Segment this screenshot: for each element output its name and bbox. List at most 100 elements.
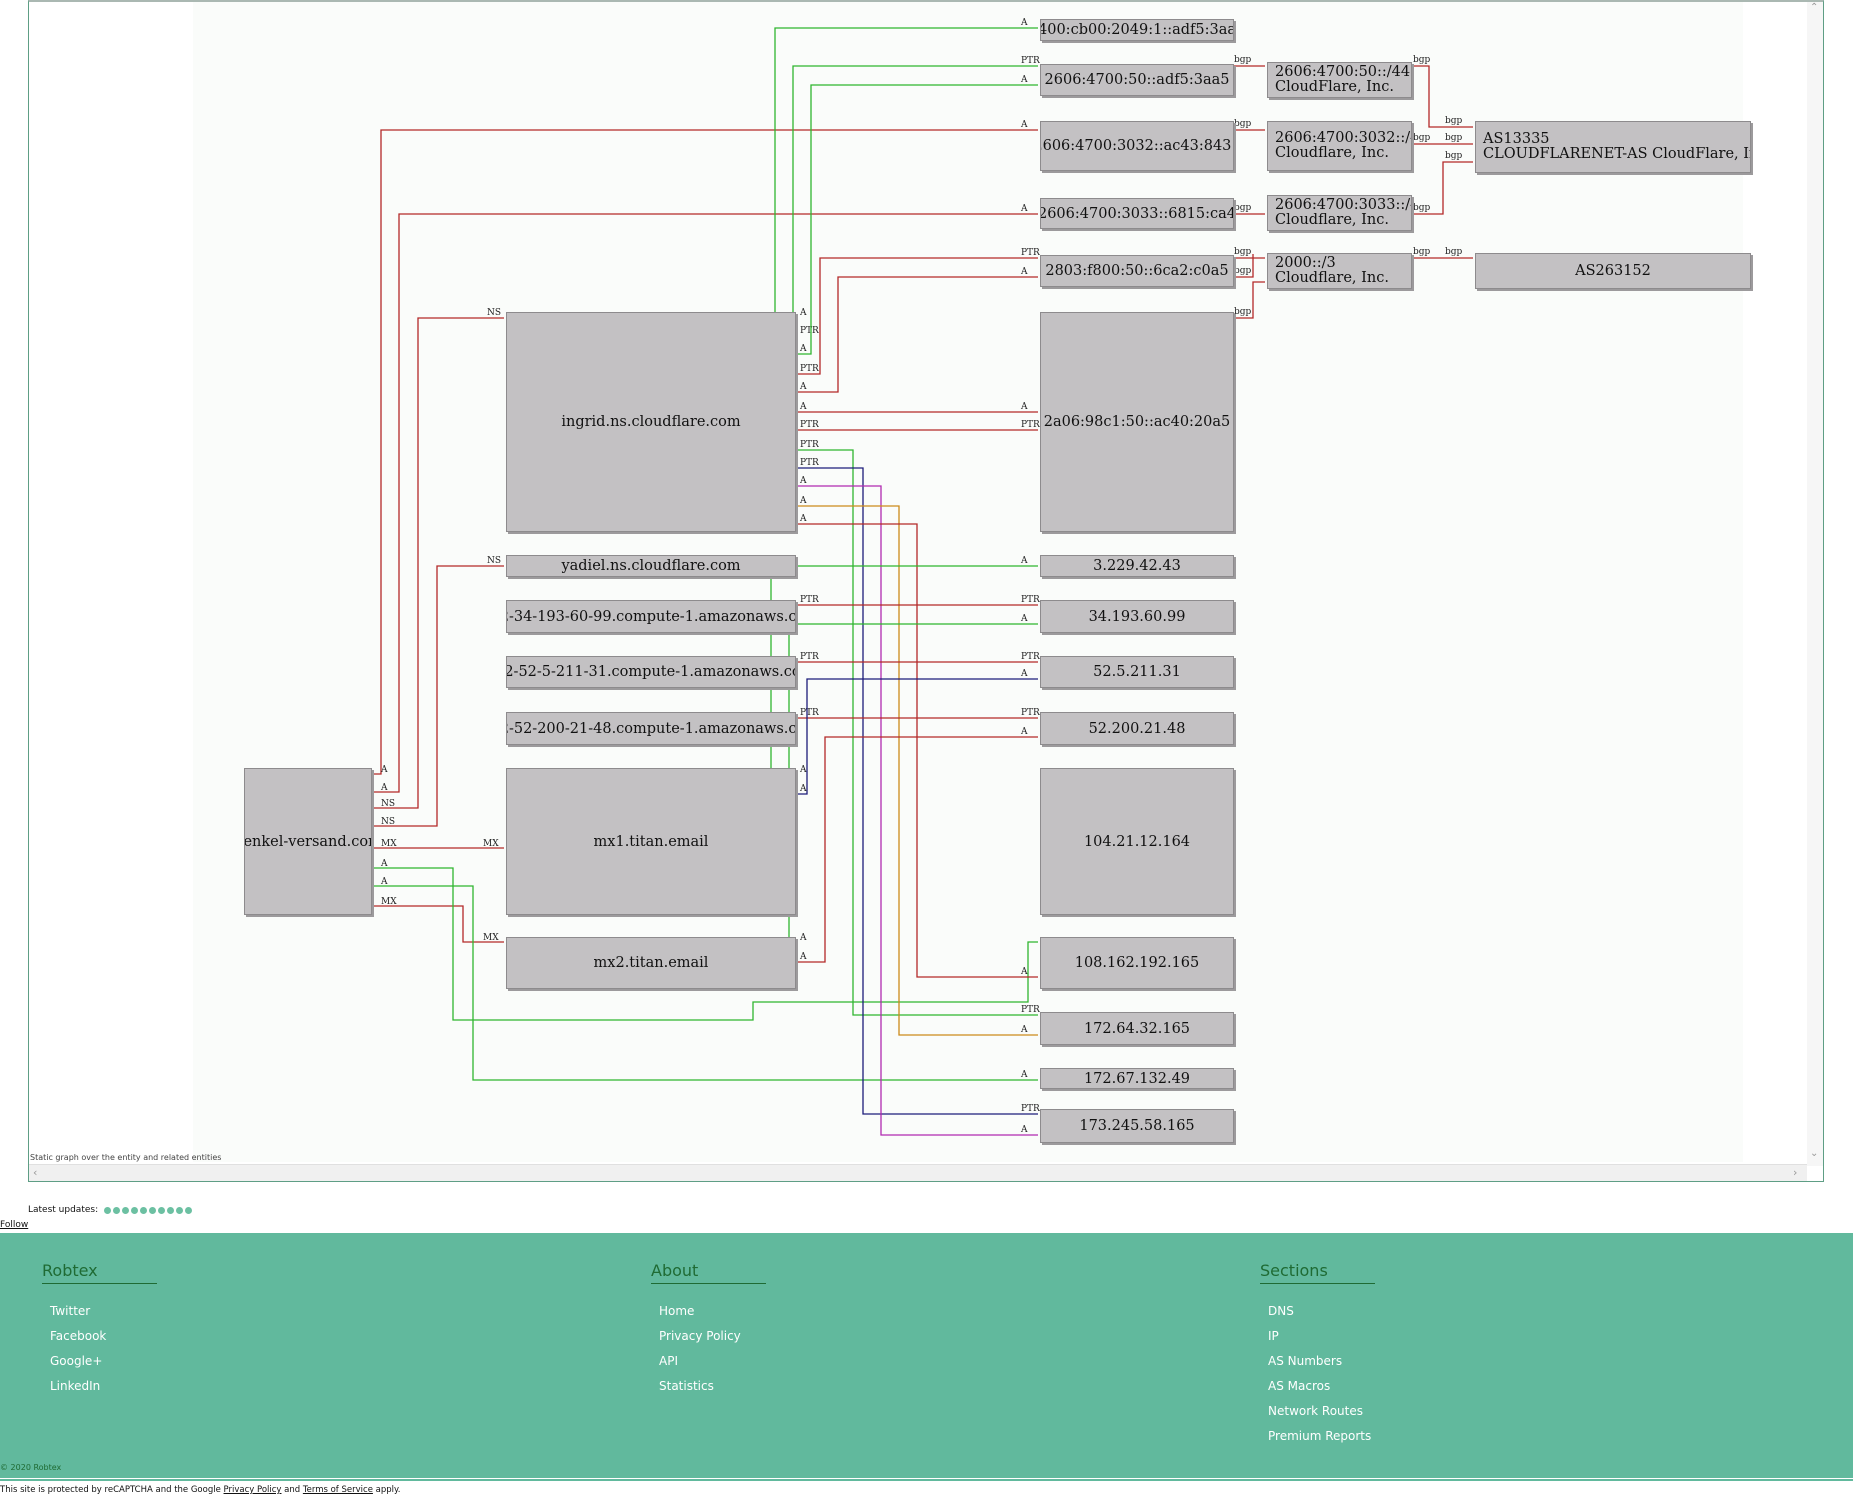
node-ipv6-2606-50[interactable]: 2606:4700:50::adf5:3aa5 <box>1040 64 1234 96</box>
update-dot[interactable] <box>104 1206 112 1214</box>
node-ec2-34[interactable]: ec2-34-193-60-99.compute-1.amazonaws.com <box>506 600 796 633</box>
edge-label: PTR <box>800 458 819 468</box>
node-ip-108-162-192-165[interactable]: 108.162.192.165 <box>1040 937 1234 989</box>
update-dot[interactable] <box>131 1206 139 1214</box>
node-ip-52-5-211-31[interactable]: 52.5.211.31 <box>1040 656 1234 688</box>
graph-edge <box>796 84 1038 355</box>
node-label: 2a06:98c1:50::ac40:20a5 <box>1043 414 1231 430</box>
footer-link-facebook[interactable]: Facebook <box>50 1329 107 1343</box>
graph-edge <box>371 905 504 943</box>
footer-link-dns[interactable]: DNS <box>1268 1304 1294 1318</box>
edge-label: A <box>1020 402 1028 412</box>
update-dot[interactable] <box>167 1206 175 1214</box>
scroll-up-icon[interactable]: ⌃ <box>1810 2 1819 13</box>
edge-label: A <box>1020 967 1028 977</box>
update-dot[interactable] <box>149 1206 157 1214</box>
footer-link-googleplus[interactable]: Google+ <box>50 1354 103 1368</box>
horizontal-scrollbar[interactable]: ‹ › <box>29 1164 1807 1181</box>
node-ec2-52-5[interactable]: ec2-52-5-211-31.compute-1.amazonaws.com <box>506 656 796 688</box>
graph-edge <box>788 623 1038 944</box>
node-henkel-versand[interactable]: henkel-versand.com <box>244 768 372 915</box>
edge-label: A <box>799 496 807 506</box>
node-ingrid[interactable]: ingrid.ns.cloudflare.com <box>506 312 796 532</box>
edge-label: A <box>1020 1070 1028 1080</box>
graph-edge <box>796 678 1038 795</box>
node-ipv6-2400[interactable]: 2400:cb00:2049:1::adf5:3aa5 <box>1040 19 1234 41</box>
update-dot[interactable] <box>140 1206 148 1214</box>
node-as263152[interactable]: AS263152 <box>1475 253 1751 289</box>
edge-label: bgp <box>1413 55 1431 65</box>
footer-link-premium-reports[interactable]: Premium Reports <box>1268 1429 1372 1443</box>
footer-link-statistics[interactable]: Statistics <box>659 1379 714 1393</box>
footer-link-as-numbers[interactable]: AS Numbers <box>1268 1354 1343 1368</box>
vertical-scrollbar[interactable]: ⌃ ⌄ <box>1807 2 1823 1166</box>
node-ipv6-3032[interactable]: 2606:4700:3032::ac43:8431 <box>1040 121 1234 171</box>
node-ip-172-64-32-165[interactable]: 172.64.32.165 <box>1040 1012 1234 1045</box>
node-ip-104-21-12-164[interactable]: 104.21.12.164 <box>1040 768 1234 915</box>
graph-edge <box>796 505 1038 1036</box>
google-privacy-link[interactable]: Privacy Policy <box>223 1485 282 1495</box>
edge-label: NS <box>381 799 395 809</box>
scroll-down-icon[interactable]: ⌄ <box>1810 1148 1819 1159</box>
graph-edge <box>796 467 1038 1115</box>
node-ipv6-3033[interactable]: 2606:4700:3033::6815:ca4 <box>1040 198 1234 229</box>
footer-link-api[interactable]: API <box>659 1354 678 1368</box>
edge-label: A <box>799 933 807 943</box>
update-dot[interactable] <box>176 1206 184 1214</box>
node-label-owner: CLOUDFLARENET-AS CloudFlare, Inc. <box>1483 146 1751 162</box>
edge-label: PTR <box>800 420 819 430</box>
node-label: 2606:4700:3033::/48 <box>1275 197 1411 213</box>
node-ec2-52-200[interactable]: ec2-52-200-21-48.compute-1.amazonaws.com <box>506 712 796 745</box>
edge-label: bgp <box>1234 247 1252 257</box>
node-ipv6-2803[interactable]: 2803:f800:50::6ca2:c0a5 <box>1040 255 1234 287</box>
footer-link-home[interactable]: Home <box>659 1304 695 1318</box>
edge-label: PTR <box>800 708 819 718</box>
update-dot[interactable] <box>113 1206 121 1214</box>
edge-label: PTR <box>1021 708 1040 718</box>
scroll-left-icon[interactable]: ‹ <box>33 1166 38 1179</box>
recaptcha-notice: This site is protected by reCAPTCHA and … <box>0 1485 401 1495</box>
google-terms-link[interactable]: Terms of Service <box>302 1485 373 1495</box>
scroll-right-icon[interactable]: › <box>1793 1166 1798 1179</box>
update-dot[interactable] <box>122 1206 130 1214</box>
footer-link-privacy-policy[interactable]: Privacy Policy <box>659 1329 741 1343</box>
node-label: ec2-52-5-211-31.compute-1.amazonaws.com <box>507 664 795 680</box>
edge-label: A <box>799 476 807 486</box>
edge-label: PTR <box>1021 595 1040 605</box>
follow-link[interactable]: Follow <box>0 1220 29 1230</box>
copyright: © 2020 Robtex <box>0 1463 62 1472</box>
node-net-2606-3033[interactable]: 2606:4700:3033::/48Cloudflare, Inc. <box>1267 195 1412 231</box>
node-net-2606-3032[interactable]: 2606:4700:3032::/48Cloudflare, Inc. <box>1267 121 1412 171</box>
recaptcha-and: and <box>284 1485 301 1495</box>
footer-link-network-routes[interactable]: Network Routes <box>1268 1404 1364 1418</box>
node-label: 3.229.42.43 <box>1093 558 1181 574</box>
edge-label: bgp <box>1413 203 1431 213</box>
node-label: 108.162.192.165 <box>1074 955 1200 971</box>
edge-label: PTR <box>1021 1104 1040 1114</box>
node-mx2[interactable]: mx2.titan.email <box>506 937 796 989</box>
node-yadiel[interactable]: yadiel.ns.cloudflare.com <box>506 555 796 577</box>
node-ip-52-200-21-48[interactable]: 52.200.21.48 <box>1040 712 1234 745</box>
footer-link-ip[interactable]: IP <box>1268 1329 1279 1343</box>
footer-column-title: About <box>651 1261 766 1284</box>
node-ip-172-67-132-49[interactable]: 172.67.132.49 <box>1040 1068 1234 1089</box>
footer-column-title: Robtex <box>42 1261 157 1284</box>
update-dot[interactable] <box>185 1206 193 1214</box>
graph-edge <box>371 565 504 827</box>
update-dot[interactable] <box>158 1206 166 1214</box>
node-mx1[interactable]: mx1.titan.email <box>506 768 796 915</box>
node-ip-3-229-42-43[interactable]: 3.229.42.43 <box>1040 555 1234 577</box>
footer-link-as-macros[interactable]: AS Macros <box>1268 1379 1331 1393</box>
node-label: henkel-versand.com <box>244 833 371 850</box>
footer-link-twitter[interactable]: Twitter <box>50 1304 91 1318</box>
footer-link-linkedin[interactable]: LinkedIn <box>50 1379 101 1393</box>
node-ip-173-245-58-165[interactable]: 173.245.58.165 <box>1040 1109 1234 1143</box>
edge-label: A <box>380 859 388 869</box>
node-ip-34-193-60-99[interactable]: 34.193.60.99 <box>1040 600 1234 633</box>
node-label: 2400:cb00:2049:1::adf5:3aa5 <box>1041 22 1233 38</box>
node-ipv6-2a06[interactable]: 2a06:98c1:50::ac40:20a5 <box>1040 312 1234 532</box>
